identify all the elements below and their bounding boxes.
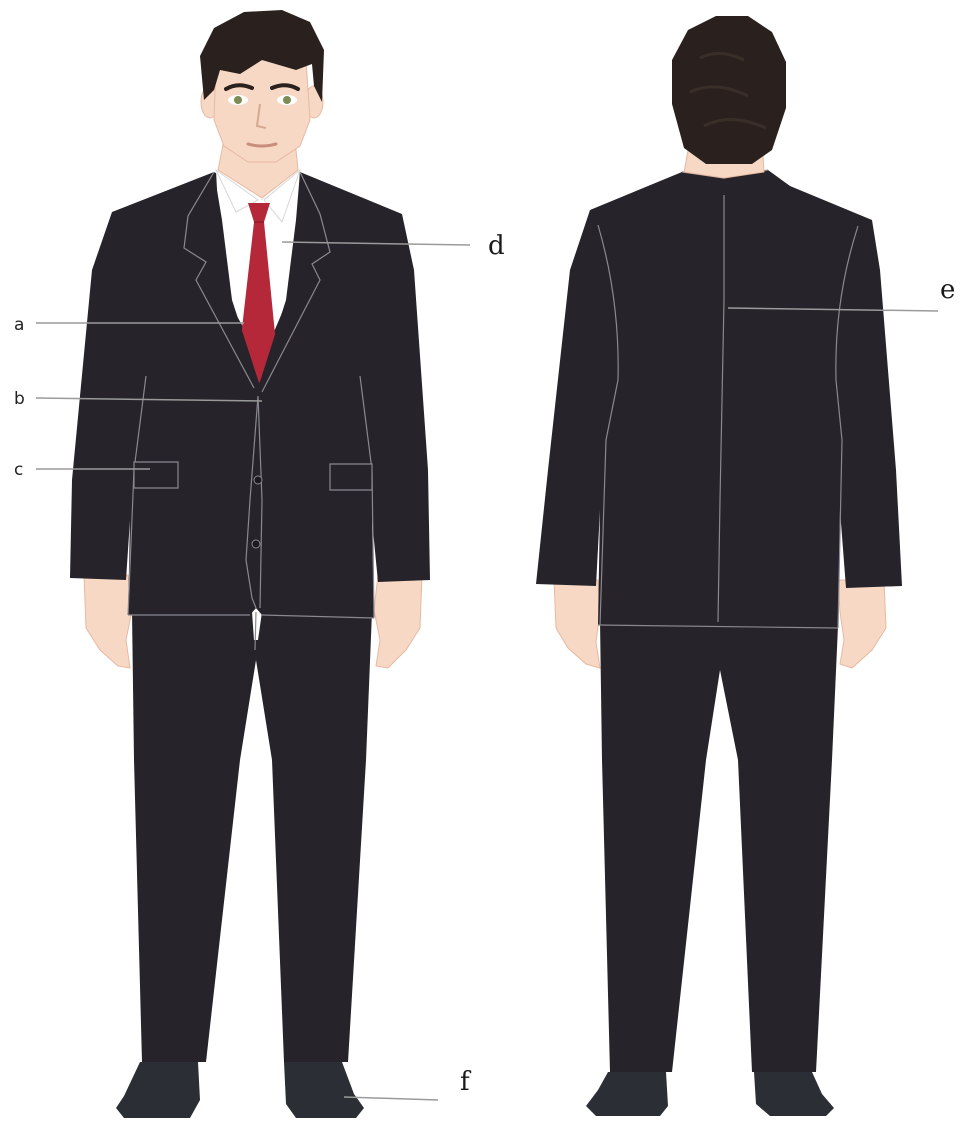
front-view [70,10,430,1118]
back-right-shoe [754,1072,834,1116]
back-right-hand [838,580,886,668]
front-right-shoe [284,1062,364,1118]
label-c: c [14,460,23,480]
front-right-hand [374,575,422,668]
label-e: e [940,275,955,305]
back-trousers [600,620,838,1072]
label-a: a [14,315,24,335]
back-left-shoe [586,1072,668,1116]
back-left-hand [554,580,600,668]
left-pocket-flap [134,462,178,488]
jacket-button-1 [254,476,262,484]
label-b: b [14,389,25,409]
jacket-button-2 [252,540,260,548]
label-f: f [460,1067,472,1097]
front-left-shoe [116,1062,200,1118]
label-d: d [488,231,505,261]
front-trousers [132,612,372,1062]
back-view [536,16,902,1116]
front-left-hand [84,575,132,668]
leader-f [344,1097,438,1100]
right-pocket-flap [330,464,372,490]
